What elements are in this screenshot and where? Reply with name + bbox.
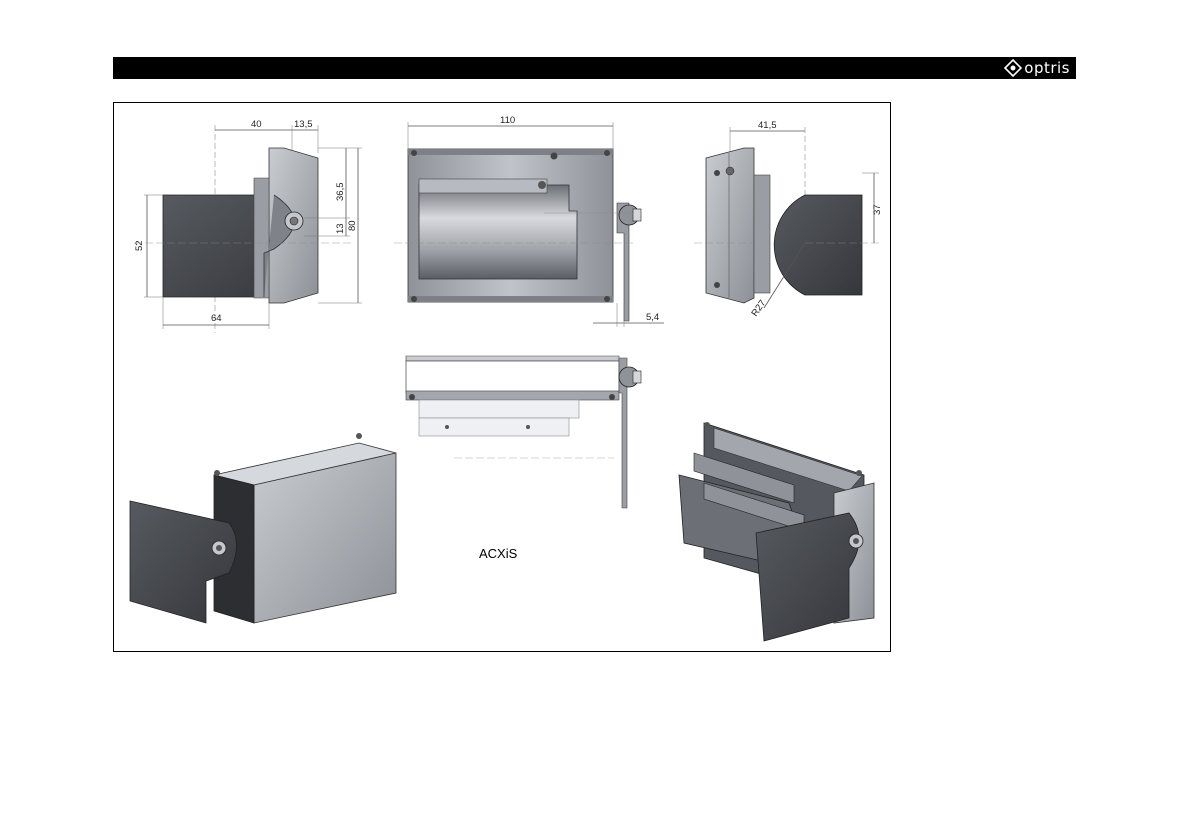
dim-rear-radius: R27 xyxy=(749,298,768,319)
dim-shutter-w: 64 xyxy=(211,313,222,324)
dim-shutter-h: 52 xyxy=(134,240,145,251)
dim-side-total-h: 80 xyxy=(347,220,358,231)
optris-logo-icon xyxy=(1004,59,1022,77)
optris-logo: optris xyxy=(1004,59,1070,77)
logo-text: optris xyxy=(1024,59,1070,77)
dim-side-offset: 13,5 xyxy=(294,119,313,130)
dim-rear-height: 37 xyxy=(872,204,883,215)
dim-side-h1: 36,5 xyxy=(335,183,346,202)
top-view xyxy=(406,356,641,508)
side-view: 40 13,5 36,5 13 80 52 xyxy=(134,119,362,333)
rear-shutter xyxy=(774,195,862,295)
technical-drawing-frame: 40 13,5 36,5 13 80 52 xyxy=(113,102,891,652)
dim-front-gap: 5,4 xyxy=(646,312,659,323)
iso-view-left xyxy=(130,433,396,623)
technical-drawing: 40 13,5 36,5 13 80 52 xyxy=(114,103,890,651)
dim-rear-width: 41,5 xyxy=(758,120,777,131)
header-bar: optris xyxy=(113,57,1076,79)
dim-side-width: 40 xyxy=(251,119,262,130)
dim-side-h2: 13 xyxy=(335,223,346,234)
front-air-channel xyxy=(419,185,577,279)
front-view: 110 5,4 xyxy=(394,115,664,327)
rear-view: 41,5 37 R27 xyxy=(694,120,883,319)
top-housing xyxy=(406,361,619,393)
model-label: ACXiS xyxy=(479,546,517,561)
dim-front-width: 110 xyxy=(500,115,515,126)
iso-view-right xyxy=(679,422,874,641)
